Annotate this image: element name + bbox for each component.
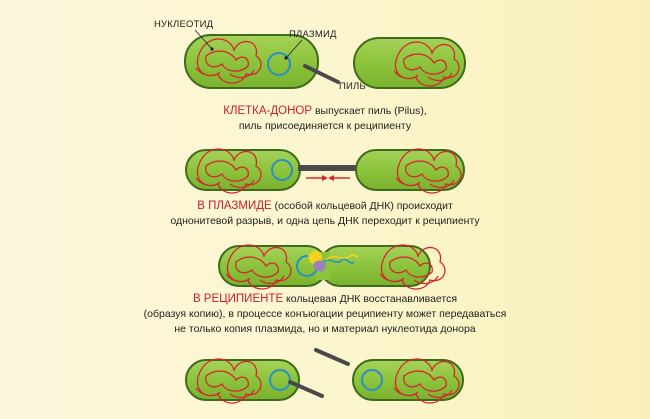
nucleotide-pointer — [194, 29, 213, 50]
label-pilus: ПИЛЬ — [339, 81, 366, 92]
caption-step2-line2: однонитевой разрыв, и одна цепь ДНК пере… — [170, 215, 480, 227]
step2-donor-plasmid — [271, 159, 293, 181]
step4-pilus-recipient — [314, 348, 350, 366]
caption-step2: В ПЛАЗМИДЕ (особой кольцевой ДНК) происх… — [0, 199, 650, 229]
caption-step1: КЛЕТКА-ДОНОР выпускает пиль (Pilus), пил… — [0, 104, 650, 134]
caption-step3-line3: не только копия плазмида, но и материал … — [174, 323, 476, 335]
step1-donor-cell — [184, 34, 319, 89]
caption-step1-line2: пиль присоединяется к реципиенту — [238, 120, 412, 132]
step4-donor-cell — [185, 358, 300, 404]
step3-merged-cells — [218, 244, 446, 290]
caption-step3-line2: (образуя копию), в процессе конъюгации р… — [143, 308, 507, 320]
caption-step2-highlight: В ПЛАЗМИДЕ — [197, 200, 272, 212]
caption-step3-text1: кольцевая ДНК восстанавливается — [283, 293, 458, 305]
label-nucleotide: НУКЛЕОТИД — [154, 19, 214, 30]
label-plasmid: ПЛАЗМИД — [289, 29, 337, 40]
step3-transfer-strand-blue — [323, 258, 355, 264]
step4-recipient-cell — [352, 358, 464, 404]
step1-donor-plasmid — [267, 52, 291, 76]
step4-recipient-plasmid — [361, 369, 383, 391]
caption-step2-text1: (особой кольцевой ДНК) происходит — [271, 200, 453, 212]
caption-step3-highlight: В РЕЦИПИЕНТЕ — [192, 293, 284, 305]
caption-step3: В РЕЦИПИЕНТЕ кольцевая ДНК восстанавлива… — [0, 292, 650, 337]
caption-step1-text1: выпускает пиль (Pilus), — [312, 105, 427, 117]
step1-pilus — [303, 64, 340, 84]
caption-step1-highlight: КЛЕТКА-ДОНОР — [223, 105, 313, 117]
step3-enzyme-violet — [313, 260, 326, 272]
step2-pilus-bridge — [298, 165, 358, 171]
step4-donor-plasmid — [269, 369, 291, 391]
step2-donor-cell — [185, 148, 301, 194]
step2-pull-arrows — [306, 175, 350, 181]
step3-transfer-strand-yellow — [325, 254, 359, 261]
step1-recipient-cell — [353, 37, 466, 89]
plasmid-pointer — [285, 39, 303, 59]
step2-recipient-cell — [355, 148, 465, 194]
step4-pilus-donor — [288, 380, 324, 398]
